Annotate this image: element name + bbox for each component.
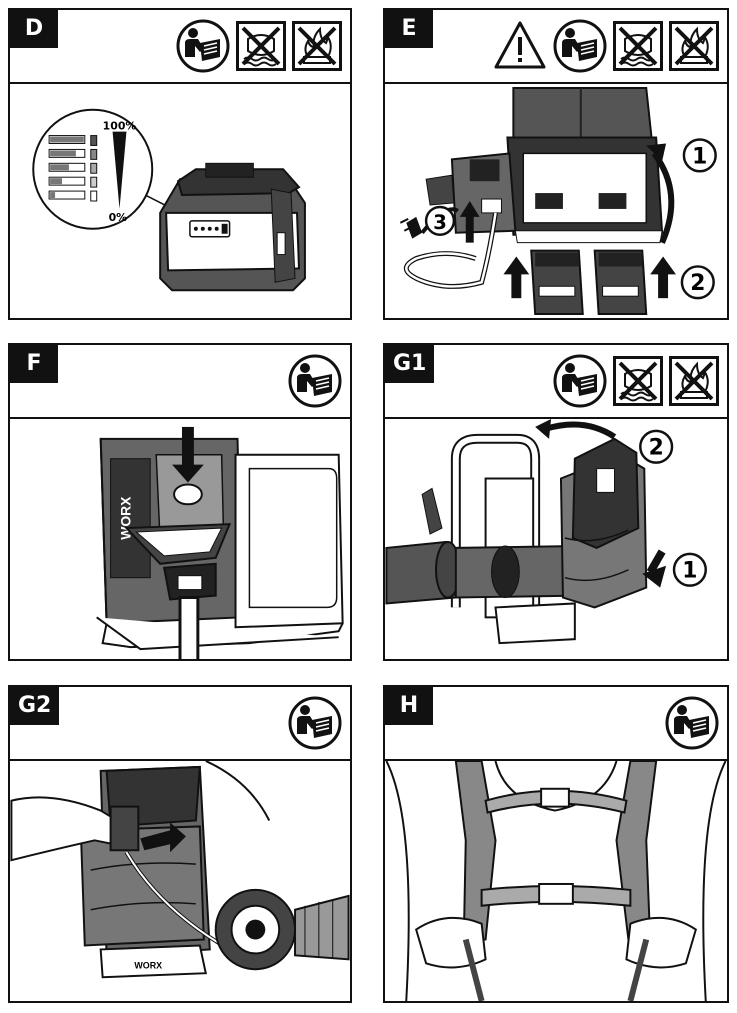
panel-header: E xyxy=(385,10,727,84)
port-illustration: WORX xyxy=(10,419,350,659)
step-label: G1 xyxy=(385,345,435,383)
step-label: E xyxy=(385,10,433,48)
no-water-icon xyxy=(613,356,663,406)
panel-header: G1 xyxy=(385,345,727,419)
no-water-icon xyxy=(236,21,286,71)
battery-right xyxy=(593,249,648,316)
step-label: D xyxy=(10,10,58,48)
no-fire-icon xyxy=(669,356,719,406)
icon-row xyxy=(288,696,342,750)
charger xyxy=(425,86,664,244)
battery-left xyxy=(530,249,584,316)
charger-illustration: 1 3 xyxy=(385,84,727,318)
warning-icon xyxy=(493,19,547,73)
panel-g2: G2 WORX xyxy=(8,685,352,1003)
step-callout-2: 2 xyxy=(690,271,705,296)
icon-row xyxy=(288,354,342,408)
manual-icon xyxy=(553,354,607,408)
battery-illustration: 100% 0% xyxy=(10,84,350,318)
no-water-icon xyxy=(613,21,663,71)
panel-h: H xyxy=(383,685,729,1003)
manual-icon xyxy=(176,19,230,73)
step-callout-1: 1 xyxy=(692,144,707,169)
icon-row xyxy=(665,696,719,750)
panel-e: E xyxy=(383,8,729,320)
icon-row xyxy=(553,354,719,408)
step-callout-3: 3 xyxy=(433,211,447,234)
panel-header: G2 xyxy=(10,687,350,761)
step-callout-1: 1 xyxy=(682,559,697,584)
charge-wedge xyxy=(112,131,127,209)
panel-header: F xyxy=(10,345,350,419)
cable-connect-illustration: WORX xyxy=(10,761,350,1001)
harness-illustration xyxy=(385,761,727,1001)
charge-100-label: 100% xyxy=(103,120,137,133)
step-callout-2: 2 xyxy=(649,436,664,461)
brand-logo: WORX xyxy=(134,960,162,970)
manual-icon xyxy=(288,354,342,408)
manual-icon xyxy=(665,696,719,750)
step-label: F xyxy=(10,345,58,383)
no-fire-icon xyxy=(669,21,719,71)
icon-row xyxy=(176,19,342,73)
panel-f: F WORX xyxy=(8,343,352,661)
step-label: H xyxy=(385,687,433,725)
charge-level-bars xyxy=(48,135,98,202)
blower-battery-illustration: 2 1 xyxy=(385,419,727,659)
manual-icon xyxy=(553,19,607,73)
panel-g1: G1 2 1 xyxy=(383,343,729,661)
battery-pack xyxy=(159,162,306,292)
no-fire-icon xyxy=(292,21,342,71)
manual-icon xyxy=(288,696,342,750)
charge-0-label: 0% xyxy=(109,211,128,224)
icon-row xyxy=(493,19,719,73)
panel-d: D xyxy=(8,8,352,320)
panel-header: H xyxy=(385,687,727,761)
step-label: G2 xyxy=(10,687,60,725)
panel-header: D xyxy=(10,10,350,84)
